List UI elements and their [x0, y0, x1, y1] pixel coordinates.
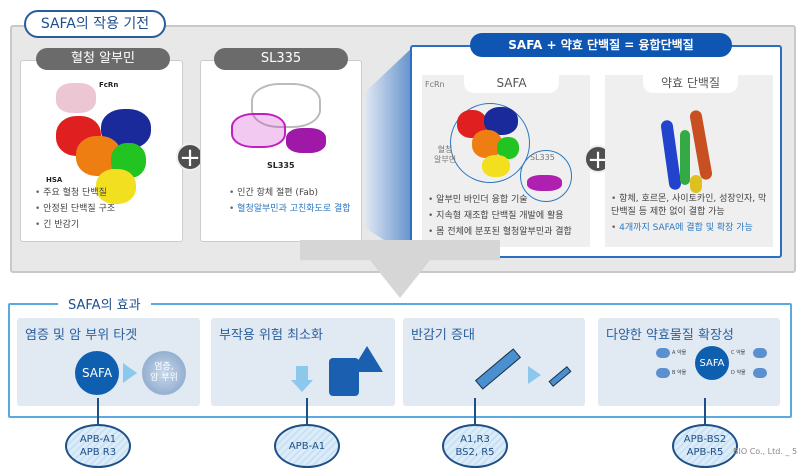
- effect-title: 다양한 약효물질 확장성: [606, 328, 734, 343]
- drug-label: B 약물: [672, 370, 687, 376]
- code-badge-side-effects: APB-A1: [274, 424, 340, 468]
- albumin-circle: [450, 103, 530, 183]
- syringe-large-icon: [474, 348, 522, 390]
- plus-icon: +: [176, 143, 204, 171]
- albumin-header: 혈청 알부민: [36, 48, 170, 70]
- mechanism-title: SAFA의 작용 기전: [24, 10, 166, 38]
- sl335-bullets: 인간 항체 절편 (Fab) 혈청알부민과 고친화도로 결합: [229, 185, 351, 217]
- drug-label: A 약물: [672, 350, 687, 356]
- fusion-header: SAFA + 약효 단백질 = 융합단백질: [470, 33, 732, 57]
- bullet: 긴 반감기: [35, 217, 115, 233]
- bullet: 항체, 호르몬, 사이토카인, 성장인자, 막 단백질 등 제한 없이 결합 가…: [611, 193, 771, 219]
- hsa-label: HSA: [46, 176, 63, 184]
- arrow-right-icon: [528, 366, 541, 384]
- drug-protein-subcard: 약효 단백질 항체, 호르몬, 사이토카인, 성장인자, 막 단백질 등 제한 …: [605, 73, 773, 247]
- effects-panel: [8, 303, 792, 418]
- drug-protein-subheader: 약효 단백질: [643, 73, 738, 93]
- effect-title: 반감기 증대: [411, 328, 475, 343]
- syringe-small-icon: [548, 366, 572, 387]
- bullet: 인간 항체 절편 (Fab): [229, 185, 351, 201]
- safa-circle: SAFA: [695, 346, 729, 380]
- sl335-label: SL335: [267, 161, 295, 170]
- drug-protein-structure-image: [660, 105, 720, 195]
- albumin-structure-image: FcRn HSA: [41, 81, 151, 204]
- safa-subheader: SAFA: [464, 73, 559, 93]
- albumin-card: FcRn HSA 주요 혈청 단백질 안정된 단백질 구조 긴 반감기: [20, 60, 183, 242]
- effect-box-half-life: 반감기 증대: [403, 318, 585, 406]
- fusion-card: SAFA FcRn SL335 혈청 알부민 알부민 바인더 융합 기술 지속형…: [410, 45, 782, 258]
- target-circle: 염증, 암 부위: [142, 351, 186, 395]
- safa-subcard: SAFA FcRn SL335 혈청 알부민 알부민 바인더 융합 기술 지속형…: [422, 73, 590, 247]
- albumin-label: 혈청 알부민: [434, 145, 457, 164]
- fcrn-label: FcRn: [425, 80, 445, 89]
- arrow-down-icon: [291, 380, 313, 392]
- effect-box-scalability: 다양한 약효물질 확장성 SAFA A 약물 B 약물 C 약물 D 약물: [598, 318, 780, 406]
- bullet: 4개까지 SAFA에 결합 및 확장 가능: [611, 222, 771, 235]
- safa-bullets: 알부민 바인더 융합 기술 지속형 재조합 단백질 개발에 활용 몸 전체에 분…: [428, 192, 572, 240]
- sl335-card: SL335 인간 항체 절편 (Fab) 혈청알부민과 고친화도로 결합: [200, 60, 362, 242]
- drug-label: D 약물: [731, 370, 746, 376]
- effect-box-targeting: 염증 및 암 부위 타겟 SAFA 염증, 암 부위: [17, 318, 200, 406]
- albumin-bullets: 주요 혈청 단백질 안정된 단백질 구조 긴 반감기: [35, 185, 115, 233]
- effect-box-side-effects: 부작용 위험 최소화: [211, 318, 395, 406]
- sl335-structure-image: [231, 83, 331, 158]
- bullet: 안정된 단백질 구조: [35, 201, 115, 217]
- drug-protein-bullets: 항체, 호르몬, 사이토카인, 성장인자, 막 단백질 등 제한 없이 결합 가…: [611, 193, 771, 235]
- sl335-label: SL335: [530, 153, 555, 162]
- effects-title: SAFA의 효과: [58, 294, 151, 313]
- effect-title: 염증 및 암 부위 타겟: [25, 328, 138, 343]
- drug-label: C 약물: [731, 350, 746, 356]
- fcrn-label: FcRn: [99, 81, 119, 89]
- bullet: 알부민 바인더 융합 기술: [428, 192, 572, 208]
- safa-circle: SAFA: [75, 351, 119, 395]
- bullet: 혈청알부민과 고친화도로 결합: [229, 201, 350, 217]
- warning-icon: [351, 346, 383, 372]
- footer-page: BIO Co., Ltd. _ 5: [733, 447, 798, 456]
- bullet: 지속형 재조합 단백질 개발에 활용: [428, 208, 572, 224]
- bullet: 주요 혈청 단백질: [35, 185, 115, 201]
- arrow-right-icon: [123, 363, 137, 383]
- bullet: 몸 전체에 분포된 혈청알부민과 결합: [428, 224, 572, 240]
- effect-title: 부작용 위험 최소화: [219, 328, 323, 343]
- sl335-header: SL335: [214, 48, 348, 70]
